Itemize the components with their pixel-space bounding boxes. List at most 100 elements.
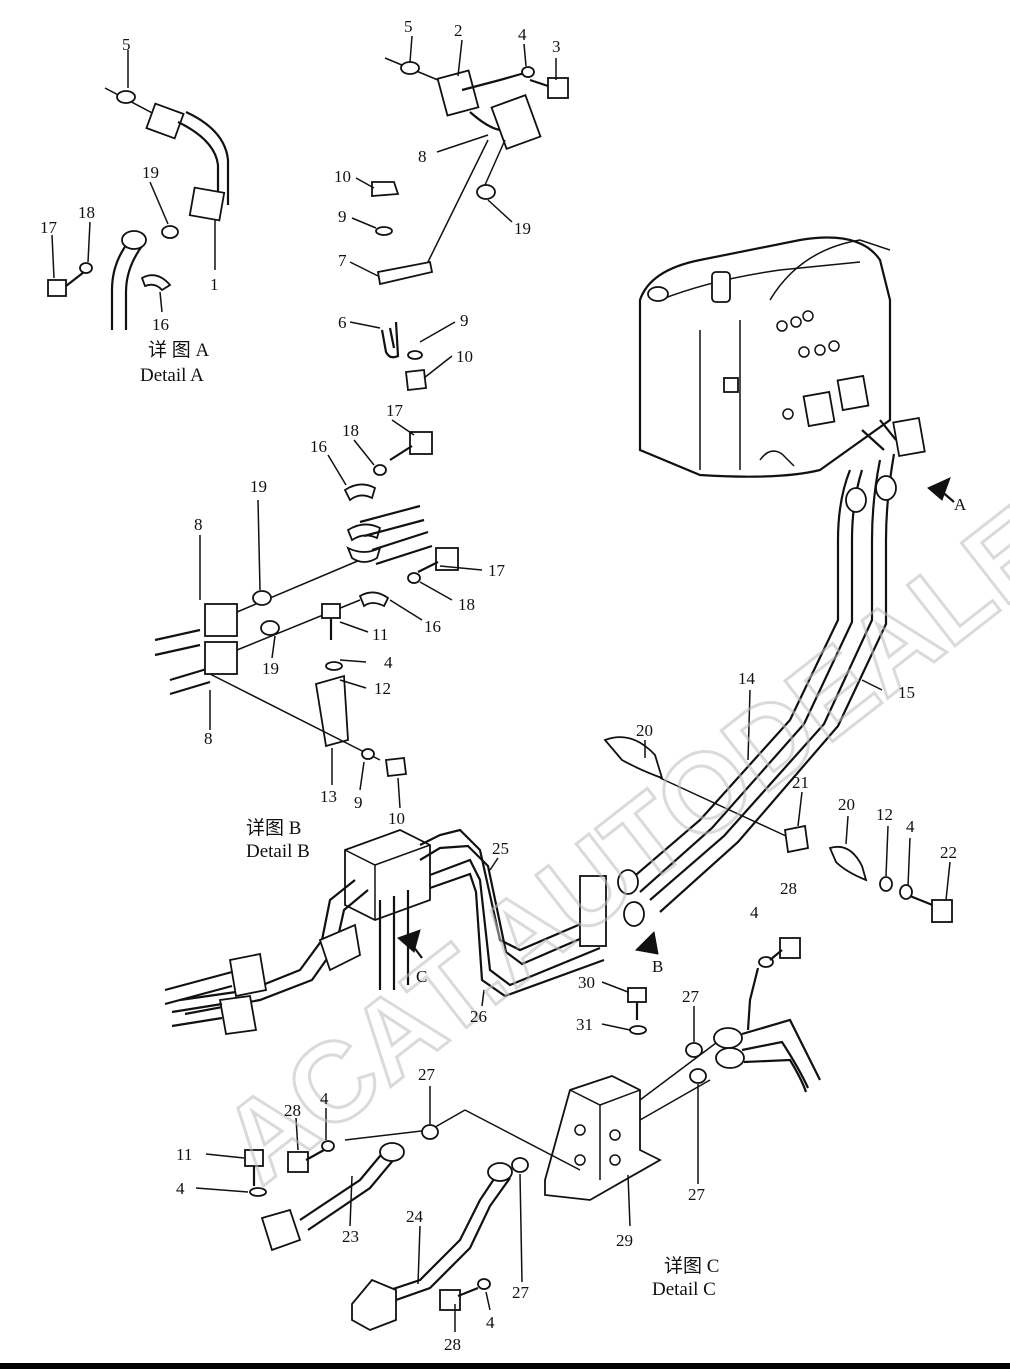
o-ring [476,184,496,200]
callout: 8 [204,729,213,748]
caption-detail-a-en: Detail A [140,365,204,386]
callout: 19 [262,659,279,678]
bolt-head [779,937,801,959]
flange [487,1162,513,1182]
callout: 17 [488,561,506,580]
washer [407,572,421,584]
flange [713,1027,743,1049]
callout: 4 [384,653,393,672]
callout: 4 [518,25,527,44]
view-label-b: B [652,957,663,976]
nut [384,757,408,777]
detail-a-group [47,50,230,330]
callout: 9 [460,311,469,330]
hose-14-15-group [629,419,897,913]
callout: 20 [838,795,855,814]
callout: 5 [122,35,131,54]
bracket [314,674,349,748]
pipe-bracket [579,875,607,947]
half-clamp [346,523,382,542]
callout: 10 [388,809,405,828]
hose-fitting [617,869,639,895]
boss [647,286,669,302]
washer [361,748,375,760]
nut [405,369,427,391]
flange [490,94,542,150]
view-arrow-b [634,930,659,955]
callout: 4 [176,1179,185,1198]
callout: 15 [898,683,915,702]
washer [521,66,535,78]
callout: 25 [492,839,509,858]
bolt-head [287,1151,309,1173]
callout: 12 [876,805,893,824]
hose-fitting [121,230,147,250]
callout: 4 [486,1313,495,1332]
half-clamp [343,483,377,502]
callout: 10 [456,347,473,366]
callout: 4 [320,1089,329,1108]
port-flange [802,390,836,428]
bracket-assembly-group [349,35,569,391]
washer [629,1025,647,1035]
bolt-head [547,77,569,99]
bolt-head [931,899,953,923]
callout: 13 [320,787,337,806]
valve-and-pipes-group [164,679,953,1036]
callout: 18 [342,421,359,440]
mount-plate [318,923,361,972]
hose-fitting [845,487,867,513]
filler-cap [711,271,731,303]
bolt-head [409,431,433,455]
flange [379,1142,405,1162]
callout: 21 [792,773,809,792]
callout: 19 [142,163,159,182]
callout: 18 [78,203,95,222]
half-clamp [358,591,390,608]
hose-fitting [875,475,897,501]
callout: 4 [750,903,759,922]
caption-detail-c-en: Detail C [652,1279,716,1300]
washer [477,1278,491,1290]
o-ring [689,1068,707,1084]
washer [899,884,913,900]
elbow-block [228,952,268,998]
callout: 12 [374,679,391,698]
callout: 11 [372,625,388,644]
flange [204,603,238,637]
callout: 2 [454,21,463,40]
callout: 16 [152,315,169,334]
callout: 16 [310,437,327,456]
flange [188,186,226,222]
view-label-c: C [416,967,427,986]
washer [325,661,343,671]
callout: 26 [470,1007,487,1026]
o-ring [252,590,272,606]
bolt-head [47,279,67,297]
callout: 10 [334,167,351,186]
bolt-head [627,987,647,1003]
callout: 8 [418,147,427,166]
o-ring [421,1124,439,1140]
valve-block-29 [544,1075,662,1201]
port-flange [836,374,870,412]
washer [879,876,893,892]
elbow-block [218,994,258,1036]
callout: 8 [194,515,203,534]
callout: 29 [616,1231,633,1250]
callout: 3 [552,37,561,56]
callout: 19 [514,219,531,238]
callout: 9 [338,207,347,226]
washer [79,262,93,274]
o-ring [161,225,179,239]
callout: 20 [636,721,653,740]
bracket [376,260,434,286]
washer [375,226,393,236]
elbow-block [260,1208,302,1252]
callout: 27 [418,1065,436,1084]
callout: 22 [940,843,957,862]
callout: 17 [40,218,58,237]
clip-20 [603,736,664,780]
